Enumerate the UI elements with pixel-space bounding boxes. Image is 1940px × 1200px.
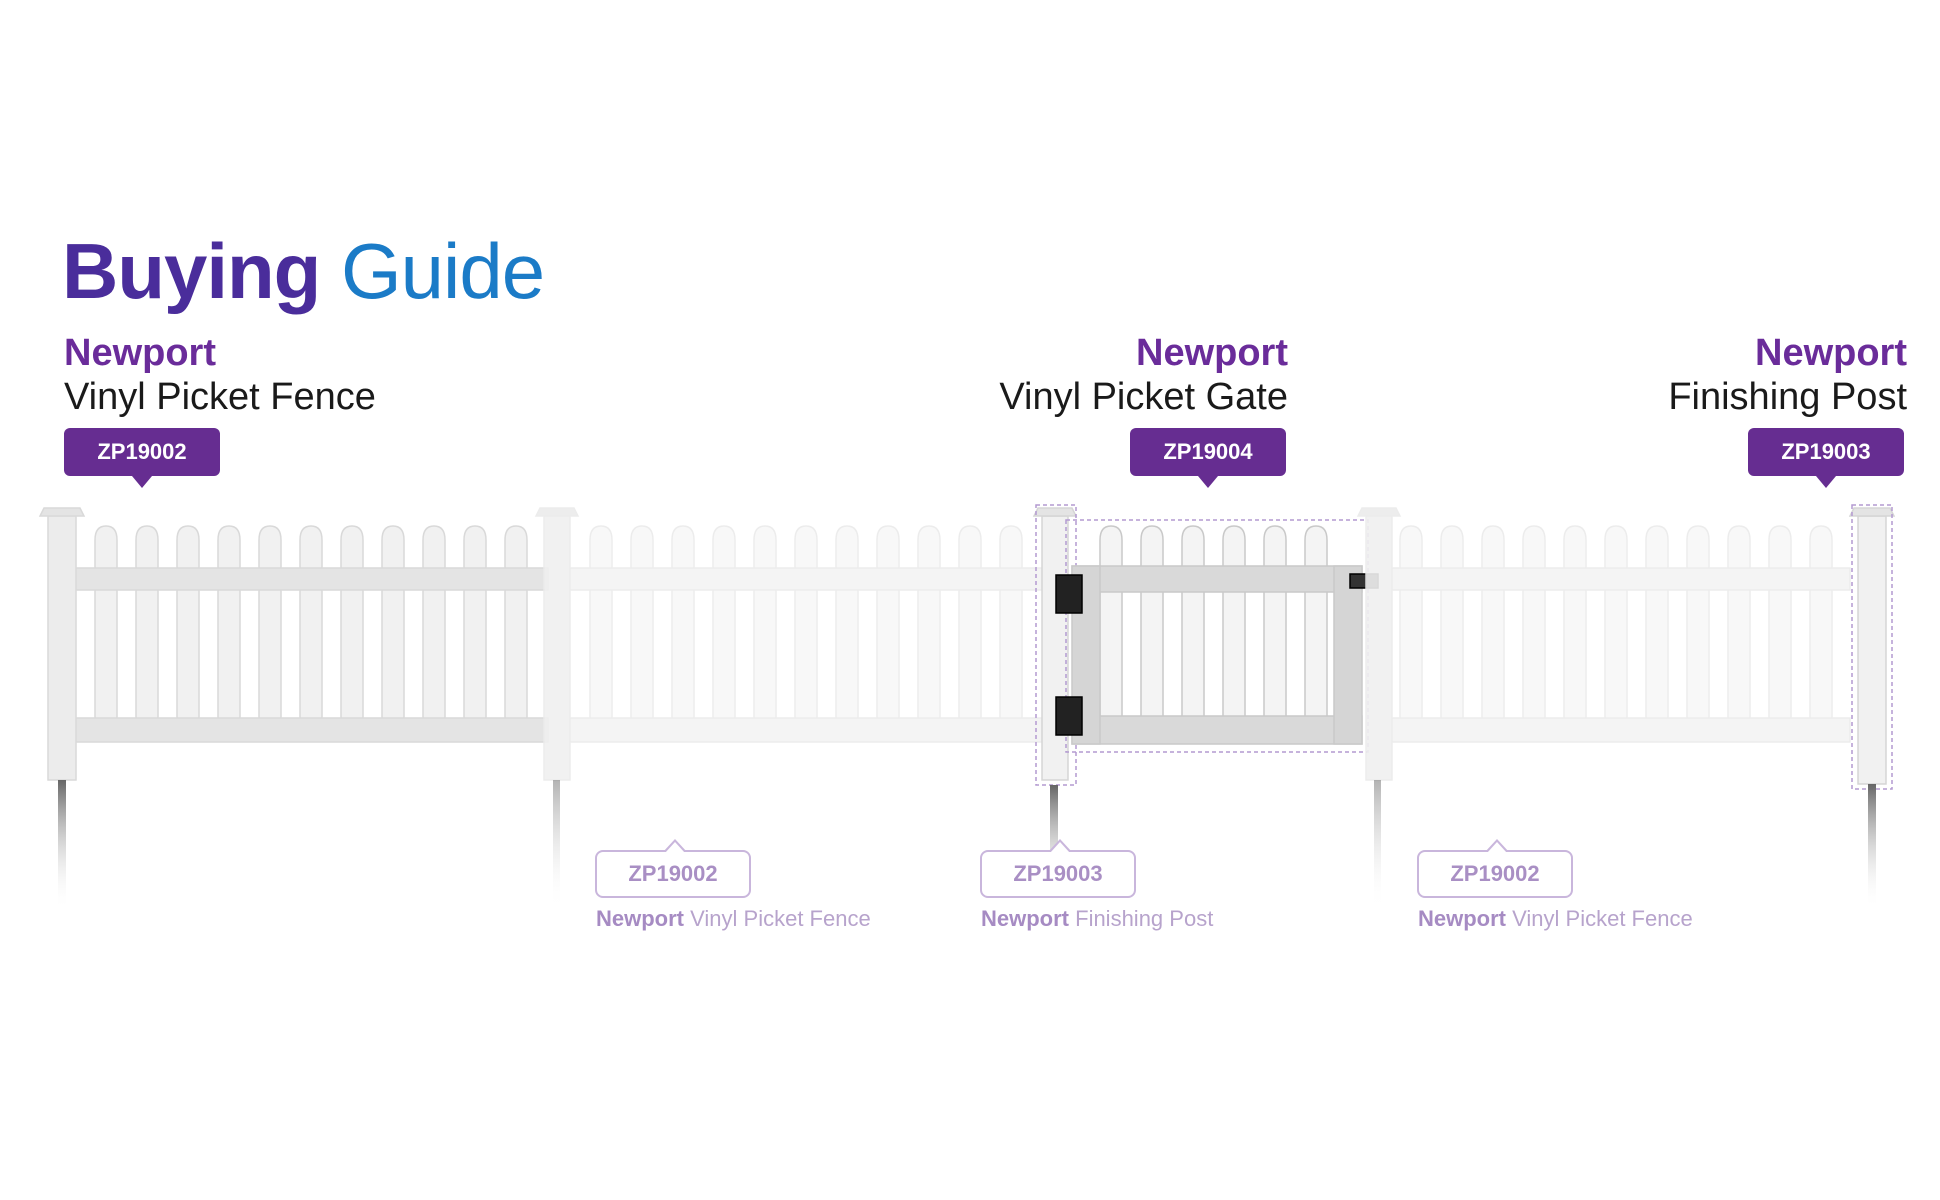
product-gate-label: Newport Vinyl Picket Gate — [999, 332, 1288, 419]
ghost-name: Vinyl Picket Fence — [1512, 906, 1693, 931]
fence-section-ghost — [534, 507, 1043, 781]
picket — [1522, 525, 1546, 731]
picket — [958, 525, 982, 731]
ghost-name: Finishing Post — [1075, 906, 1214, 931]
picket — [94, 525, 118, 731]
picket — [422, 525, 446, 731]
picket — [299, 525, 323, 731]
picket — [217, 525, 241, 731]
picket — [589, 525, 613, 731]
ghost-sku-tag[interactable]: ZP19002 — [1417, 839, 1573, 898]
picket — [1181, 525, 1205, 731]
title-word-guide: Guide — [341, 227, 545, 315]
product-name: Vinyl Picket Gate — [999, 375, 1288, 418]
ground-stake — [553, 780, 560, 910]
product-fence-label: Newport Vinyl Picket Fence — [64, 332, 376, 419]
picket — [794, 525, 818, 731]
picket — [876, 525, 900, 731]
picket — [463, 525, 487, 731]
ghost-sku-tag[interactable]: ZP19003 — [980, 839, 1136, 898]
picket — [1222, 525, 1246, 731]
ghost-name: Vinyl Picket Fence — [690, 906, 871, 931]
product-name: Finishing Post — [1668, 375, 1907, 418]
picket — [671, 525, 695, 731]
ghost-brand: Newport — [981, 906, 1069, 931]
picket — [1563, 525, 1587, 731]
product-brand: Newport — [64, 332, 216, 374]
picket — [1604, 525, 1628, 731]
sku-tag-post[interactable]: ZP19003 — [1748, 428, 1904, 488]
fence-section-solid — [38, 507, 549, 781]
picket — [917, 525, 941, 731]
ghost-caption: Newport Vinyl Picket Fence — [596, 906, 871, 932]
gate — [1055, 519, 1379, 753]
picket — [999, 525, 1023, 731]
picket — [712, 525, 736, 731]
finishing-post — [1848, 504, 1896, 790]
ghost-caption: Newport Finishing Post — [981, 906, 1213, 932]
picket — [1440, 525, 1464, 731]
picket — [630, 525, 654, 731]
ghost-sku-tag[interactable]: ZP19002 — [595, 839, 751, 898]
page-title: Buying Guide — [62, 232, 545, 310]
ghost-caption: Newport Vinyl Picket Fence — [1418, 906, 1693, 932]
picket — [1399, 525, 1423, 731]
picket — [1481, 525, 1505, 731]
picket — [1140, 525, 1164, 731]
picket — [258, 525, 282, 731]
picket — [1645, 525, 1669, 731]
ghost-brand: Newport — [596, 906, 684, 931]
sku-tag-fence[interactable]: ZP19002 — [64, 428, 220, 488]
picket — [1727, 525, 1751, 731]
picket — [1686, 525, 1710, 731]
gate-post — [1032, 504, 1078, 786]
picket — [504, 525, 528, 731]
product-post-label: Newport Finishing Post — [1668, 332, 1907, 419]
picket — [340, 525, 364, 731]
picket — [1304, 525, 1328, 731]
picket — [176, 525, 200, 731]
product-name: Vinyl Picket Fence — [64, 375, 376, 418]
picket — [1809, 525, 1833, 731]
ground-stake — [1374, 780, 1381, 910]
product-brand: Newport — [1755, 332, 1907, 374]
product-brand: Newport — [1136, 332, 1288, 374]
ghost-brand: Newport — [1418, 906, 1506, 931]
fence-section-ghost — [1356, 507, 1851, 781]
sku-tag-gate[interactable]: ZP19004 — [1130, 428, 1286, 488]
ground-stake — [58, 780, 66, 910]
picket — [1263, 525, 1287, 731]
title-word-buying: Buying — [62, 227, 321, 315]
ground-stake — [1868, 784, 1876, 909]
picket — [1768, 525, 1792, 731]
picket — [1099, 525, 1123, 731]
picket — [835, 525, 859, 731]
picket — [381, 525, 405, 731]
picket — [753, 525, 777, 731]
picket — [135, 525, 159, 731]
